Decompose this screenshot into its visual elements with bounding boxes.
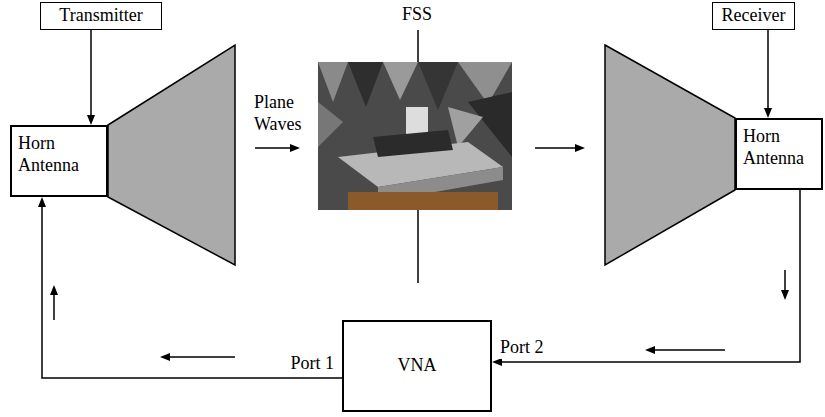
port-label: Port 1 [288,353,336,375]
base [348,192,498,210]
wave-arrow [255,147,292,149]
caption-box: Transmitter [40,2,162,30]
port-label: Port 2 [498,337,546,359]
wave-arrow [535,147,577,149]
wave-label: Plane Waves [252,92,304,135]
node-text: Transmitter [59,5,142,27]
photo-ground [318,62,512,210]
caption-box: Receiver [712,2,795,30]
node-text: Horn Antenna [743,126,804,169]
horn-flare [605,45,735,265]
arrow-head [575,144,585,152]
arrow-head [764,108,772,118]
wire [42,205,342,378]
fss-line [417,30,419,62]
absorber [318,62,348,102]
connector [87,30,95,125]
arrow-head [645,346,655,354]
arrow-head [492,358,502,366]
arrow-head [781,290,789,300]
flow-arrow [653,349,725,351]
flow-arrow [784,270,786,292]
wire [767,30,769,110]
instrument-box: VNA [342,320,492,412]
node-text: VNA [398,355,437,377]
absorber [383,62,418,100]
node-text: Horn Antenna [18,133,79,176]
antenna-box: Horn Antenna [735,118,823,190]
flow-arrow [168,356,235,358]
arrow-head [87,115,95,125]
horn-flare [108,45,235,265]
wire [500,190,800,362]
fss-line [417,210,419,283]
fixture [373,130,453,157]
fss-label: FSS [400,4,434,26]
connector [764,30,772,118]
arrow-head [160,353,170,361]
connector [492,190,800,366]
fss-photo [318,62,512,210]
arrow-head [290,144,300,152]
arrow-head [50,285,58,295]
connector [38,197,342,378]
absorber [318,102,343,147]
absorber [418,62,458,110]
wire [90,30,92,117]
node-text: Receiver [722,5,786,27]
arrow-head [38,197,46,207]
flow-arrow [53,293,55,320]
absorber [348,62,383,107]
antenna-box: Horn Antenna [10,125,108,197]
absorber [448,107,483,147]
